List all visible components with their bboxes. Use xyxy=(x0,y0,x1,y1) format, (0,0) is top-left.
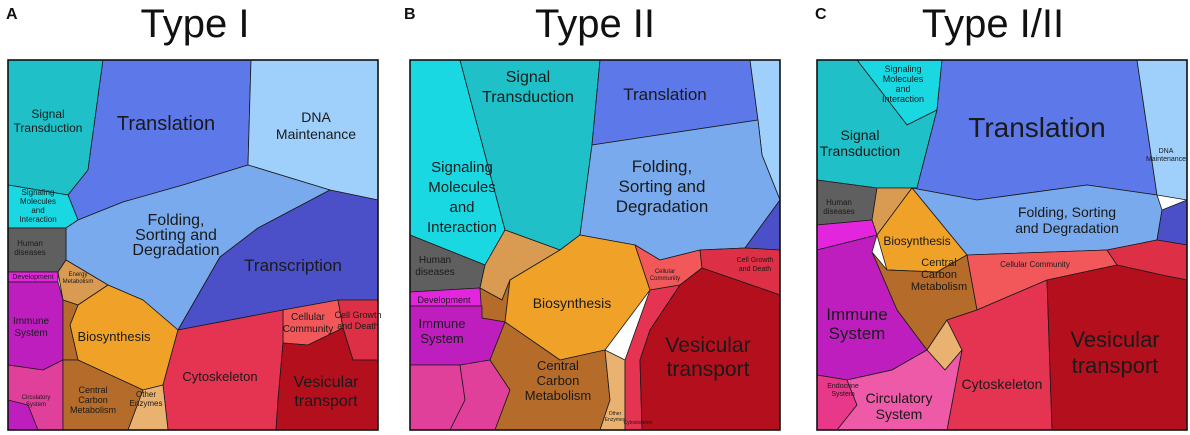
label-cytoskeleton: Cytoskeleton xyxy=(182,369,257,384)
label-cellular-community: Cellular Community xyxy=(1000,260,1070,269)
cell-brown-small xyxy=(62,299,79,361)
label-development: Development xyxy=(417,295,471,305)
cell-circulatory-system xyxy=(836,349,963,431)
cell-transcription-sliver xyxy=(1156,199,1188,246)
panel-b-letter: B xyxy=(404,6,416,23)
label-development: Development xyxy=(12,274,53,281)
panel-c-title: Type I/II xyxy=(921,2,1065,46)
label-translation: Translation xyxy=(623,85,706,104)
panel-b-title: Type II xyxy=(534,2,656,46)
label-translation: Translation xyxy=(968,112,1105,143)
panel-a-title: Type I xyxy=(140,2,250,46)
label-cytoskeleton: Cytoskeleton xyxy=(962,376,1043,392)
label-cytoskeleton: Cytoskeleton xyxy=(624,420,653,426)
label-transcription: Transcription xyxy=(244,256,342,275)
label-biosynthesis: Biosynthesis xyxy=(883,234,950,248)
label-biosynthesis: Biosynthesis xyxy=(533,295,612,311)
panel-a-letter: A xyxy=(6,6,18,23)
label-translation: Translation xyxy=(117,113,215,135)
panel-c-letter: C xyxy=(815,6,827,23)
label-biosynthesis: Biosynthesis xyxy=(78,329,151,344)
